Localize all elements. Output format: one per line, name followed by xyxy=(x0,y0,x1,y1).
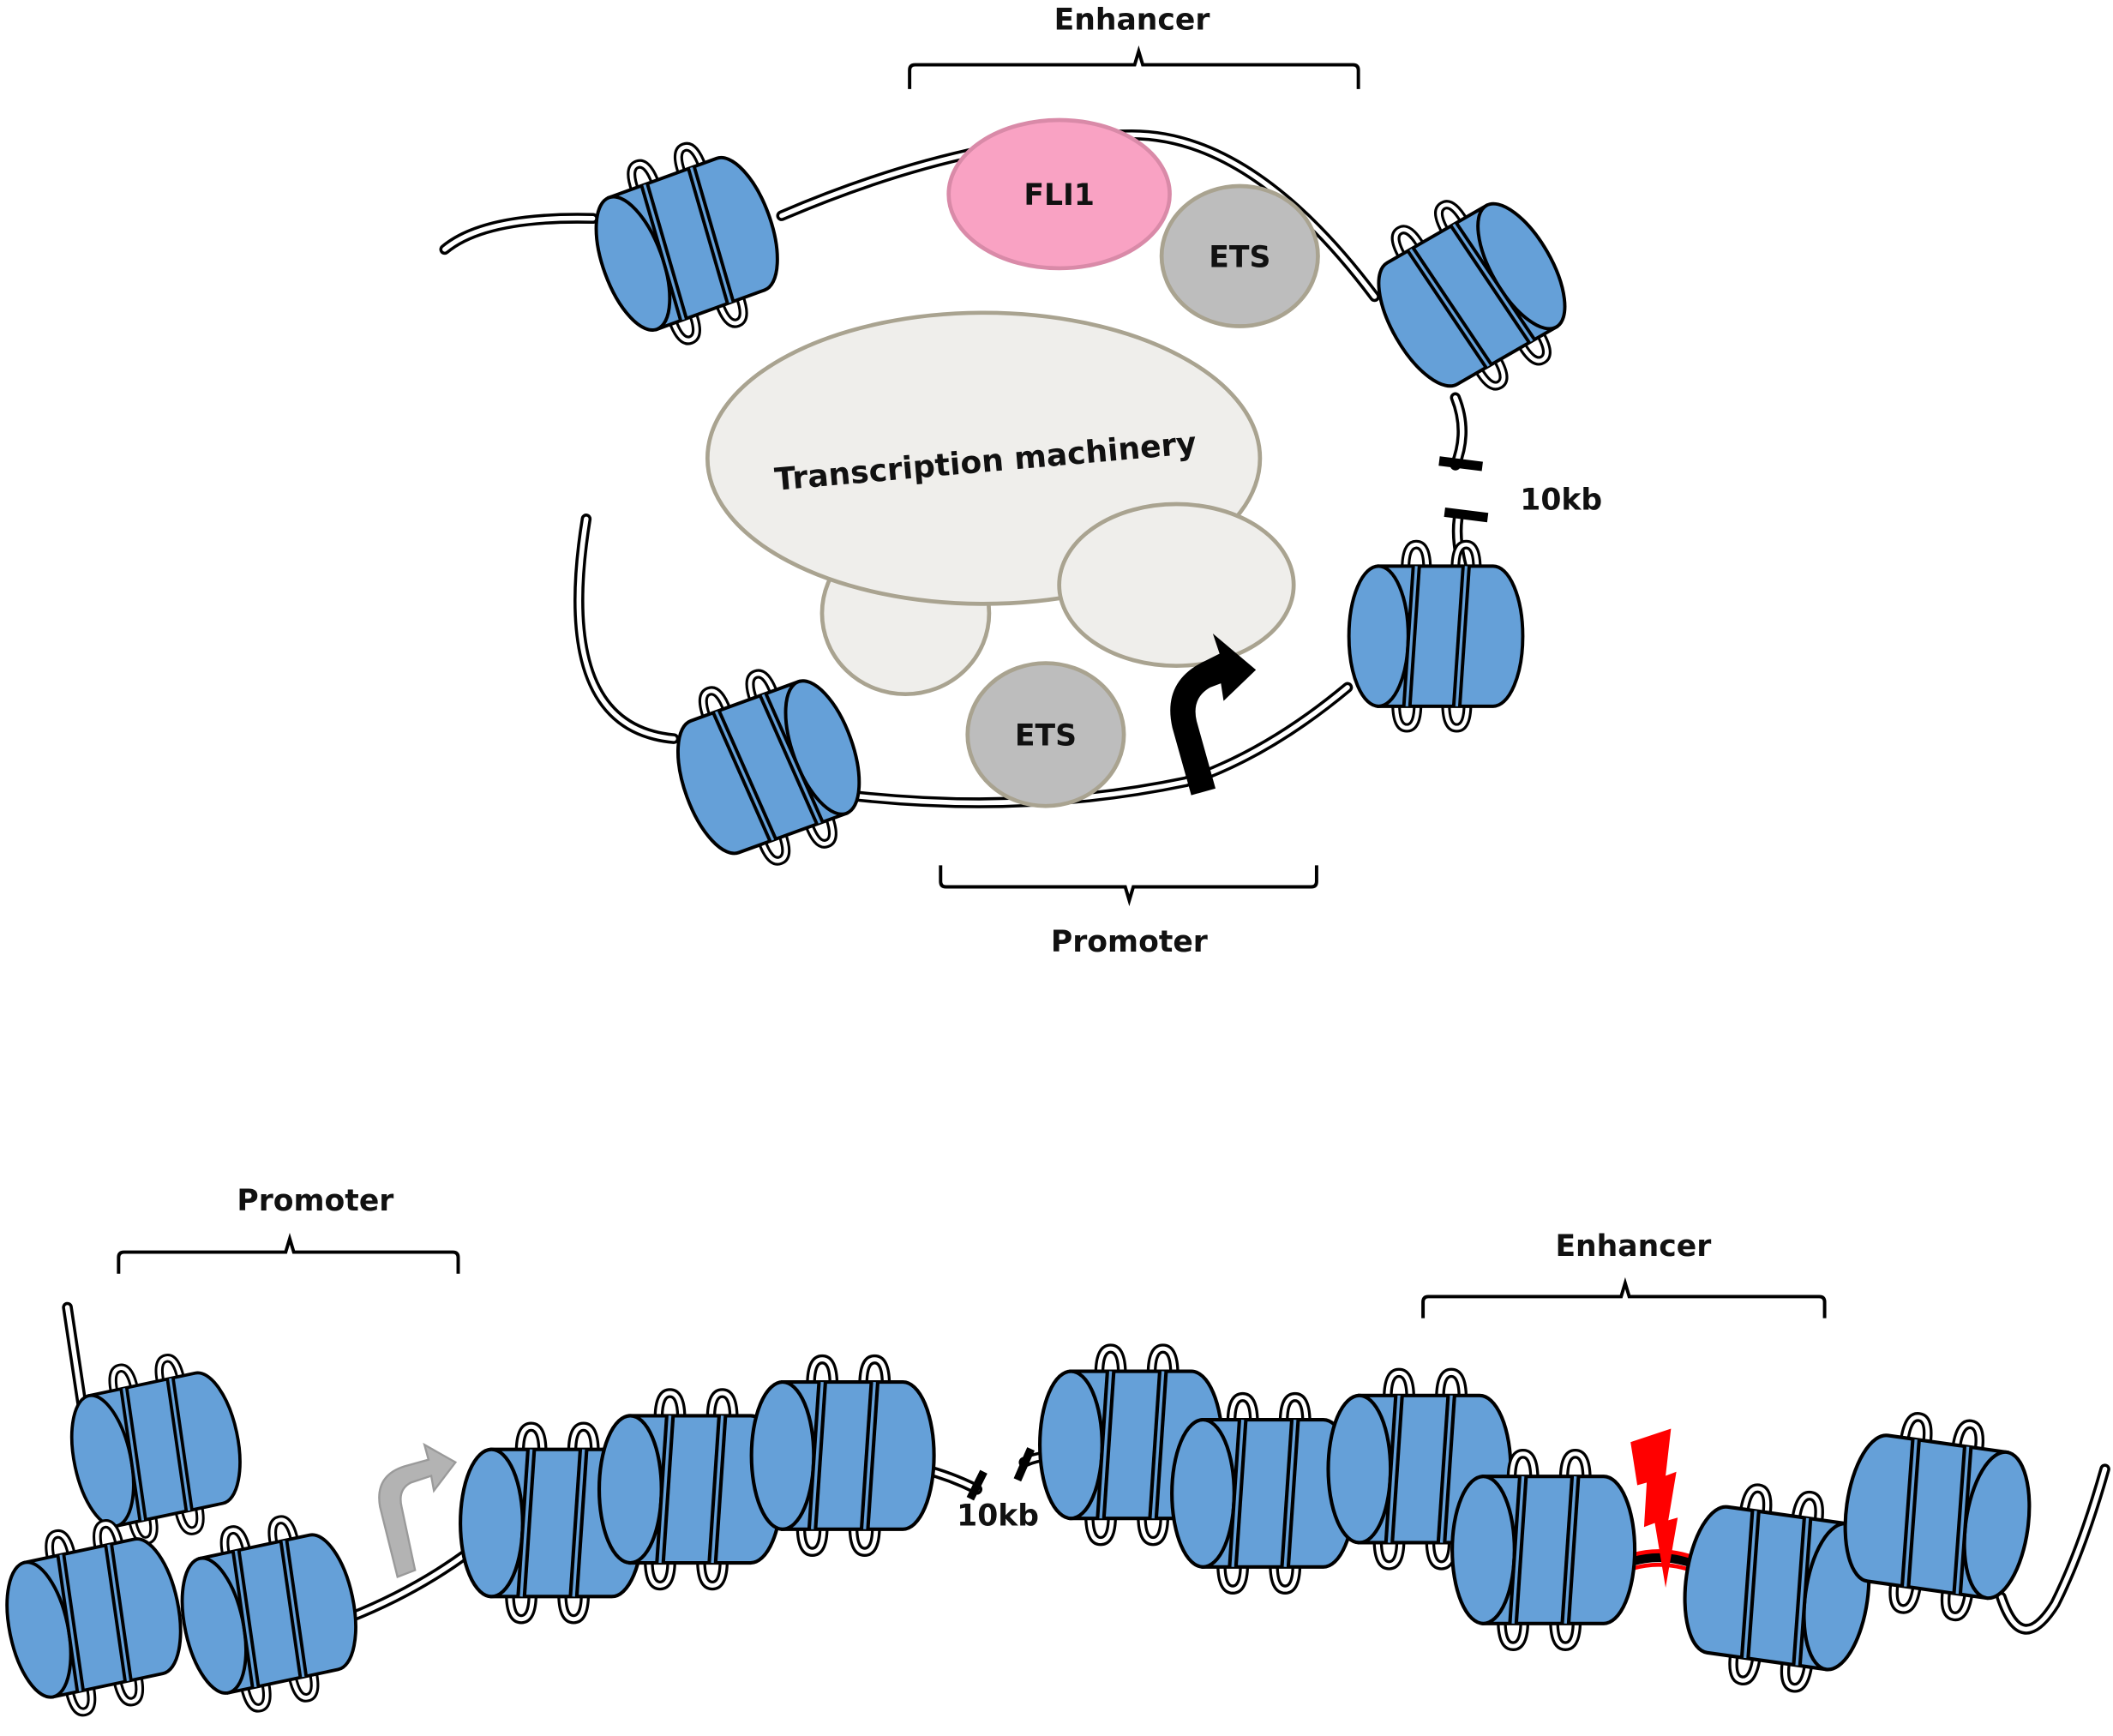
ets-protein-enhancer xyxy=(1159,183,1320,328)
ets-label-enhancer: ETS xyxy=(1209,240,1270,274)
ets-protein-promoter xyxy=(965,661,1126,808)
nucleosome xyxy=(57,1347,255,1552)
nucleosome xyxy=(1172,1397,1354,1589)
dna-strand-top xyxy=(439,129,1468,808)
nucleosome xyxy=(0,1512,195,1723)
ets-label-promoter: ETS xyxy=(1015,718,1077,753)
nucleosome xyxy=(167,1509,371,1720)
promoter-brace xyxy=(939,865,1318,907)
nucleosome xyxy=(656,652,882,883)
promoter-label: Promoter xyxy=(1051,925,1208,959)
tss-arrow-inactive-icon xyxy=(378,1442,458,1578)
nucleosome xyxy=(573,128,800,359)
dna-damage-lightning-icon xyxy=(1630,1428,1678,1588)
break-mark-top xyxy=(1438,456,1483,472)
transcription-machinery-sub-right xyxy=(1057,502,1296,669)
nucleosome xyxy=(1351,172,1594,418)
fli1-protein xyxy=(946,117,1172,271)
fli1-label: FLI1 xyxy=(1023,178,1095,213)
enhancer-brace xyxy=(908,45,1360,89)
nucleosome xyxy=(1349,544,1523,728)
tss-arrow-active-icon xyxy=(1170,633,1257,796)
promoter-label-bottom: Promoter xyxy=(237,1184,393,1218)
break-mark-bottom xyxy=(1444,508,1489,523)
distance-label-bottom: 10kb xyxy=(957,1499,1039,1534)
promoter-brace-bottom xyxy=(117,1232,460,1274)
inactive-state-panel: Promoter Enhancer 10kb xyxy=(0,1184,2110,1724)
active-state-panel: Enhancer 10kb Transcription machinery FL… xyxy=(439,3,1602,959)
enhancer-label-bottom: Enhancer xyxy=(1555,1229,1711,1264)
enhancer-brace-bottom xyxy=(1421,1276,1827,1319)
break-mark-left xyxy=(966,1469,987,1501)
distance-label-top: 10kb xyxy=(1520,483,1602,517)
nucleosome xyxy=(1452,1454,1635,1646)
nucleosome xyxy=(752,1360,934,1552)
break-mark-right xyxy=(1013,1447,1035,1482)
enhancer-label: Enhancer xyxy=(1054,3,1210,38)
